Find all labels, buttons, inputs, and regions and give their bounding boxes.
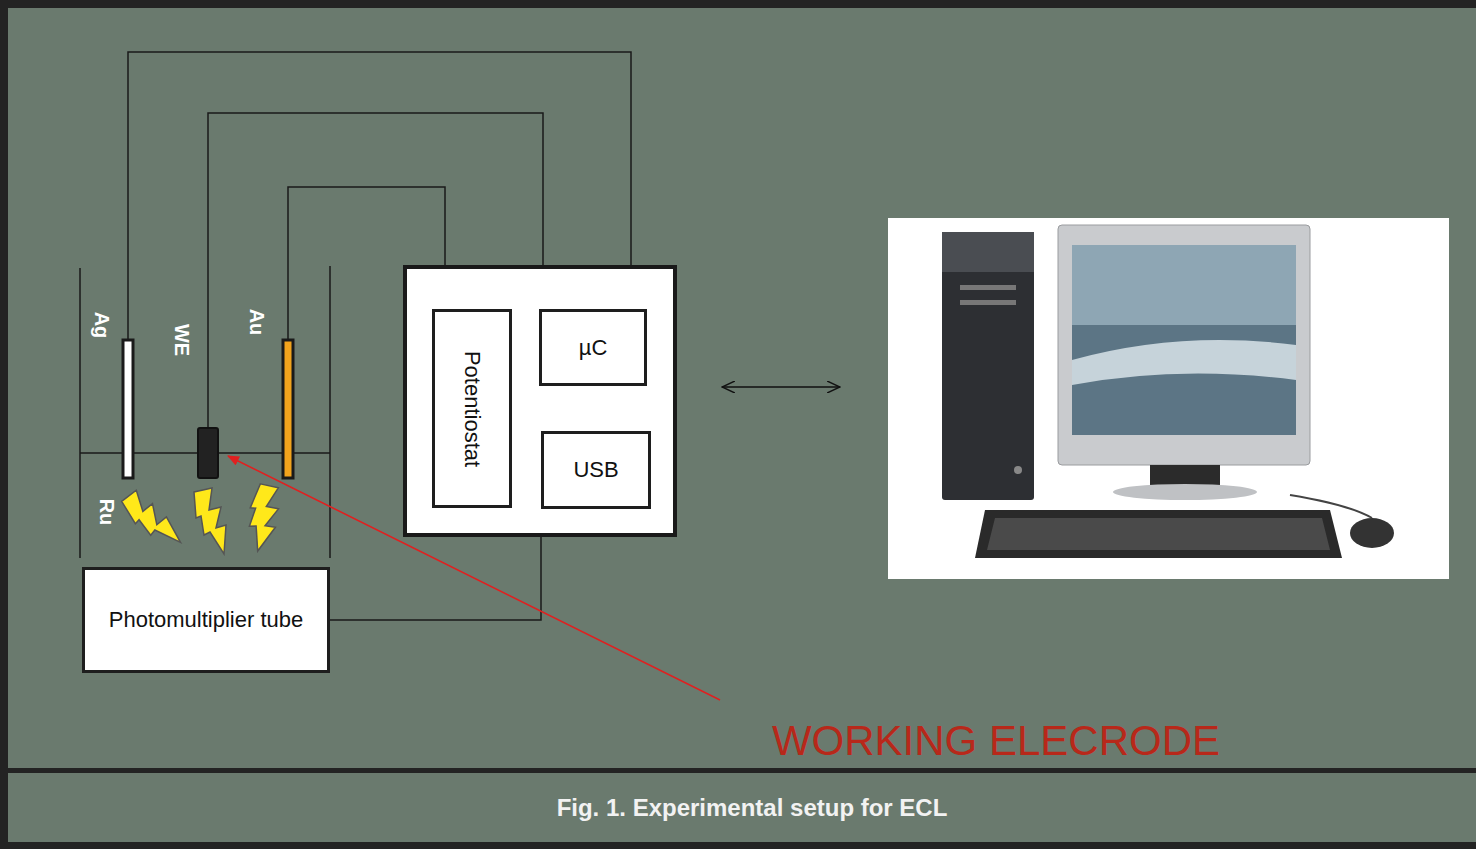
frame xyxy=(0,0,1476,8)
caption-divider xyxy=(0,768,1476,773)
silver-electrode xyxy=(123,340,133,478)
electrode-label: WE xyxy=(170,324,193,356)
electrode-label: Ag xyxy=(90,312,113,339)
controller-housing xyxy=(405,267,675,535)
component-box: µC xyxy=(539,309,647,386)
solution-label: Ru xyxy=(95,499,118,526)
box-label: µC xyxy=(579,334,608,362)
data-link-arrow xyxy=(722,386,840,388)
frame xyxy=(0,0,8,849)
box-label: USB xyxy=(573,456,618,484)
beaker xyxy=(80,266,330,558)
figure-caption: Fig. 1. Experimental setup for ECL xyxy=(557,794,948,822)
light-bolts xyxy=(120,480,291,557)
gold-electrode xyxy=(283,340,293,478)
component-box: USB xyxy=(541,431,651,509)
component-box: Potentiostat xyxy=(432,309,512,508)
component-box: Photomultiplier tube xyxy=(82,567,330,673)
frame xyxy=(0,842,1476,849)
box-label: Photomultiplier tube xyxy=(106,606,306,634)
box-label: Potentiostat xyxy=(458,350,486,466)
electrode-label: Au xyxy=(245,309,268,336)
callout-label: WORKING ELECRODE xyxy=(772,717,1220,765)
computer-illustration xyxy=(888,218,1449,579)
working-electrode xyxy=(198,428,218,478)
